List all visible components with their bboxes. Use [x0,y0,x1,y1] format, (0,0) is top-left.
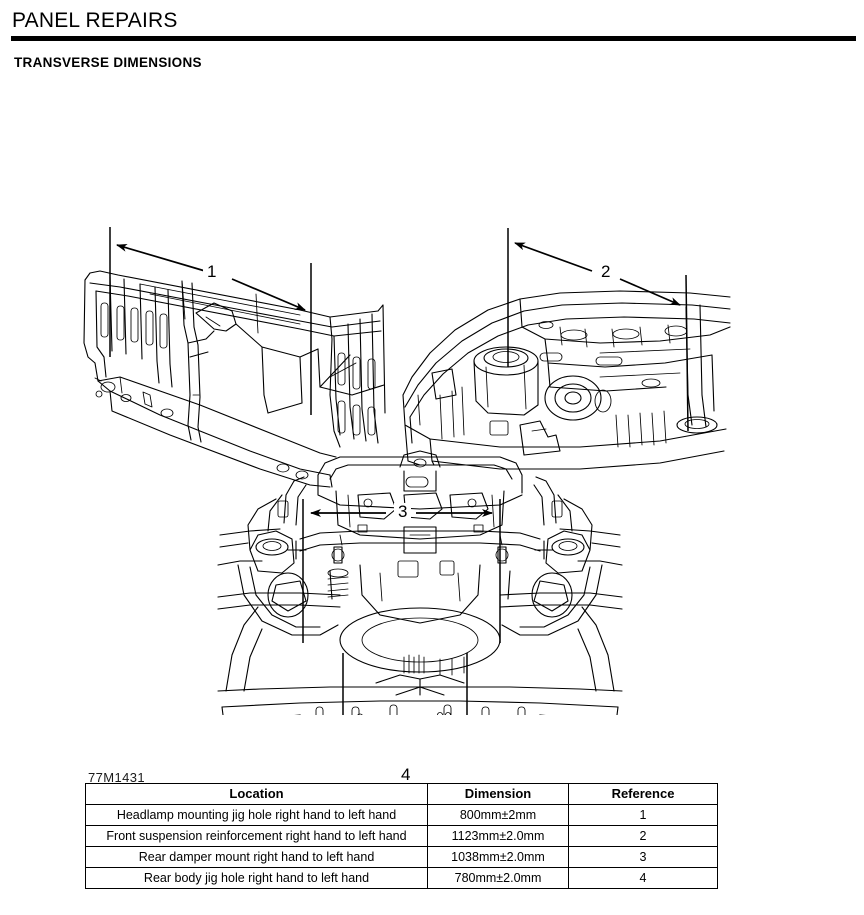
cell-location: Front suspension reinforcement right han… [85,825,428,847]
technical-illustrations: .ln { fill:none; stroke:#000; stroke-wid… [83,227,731,715]
dimension-callout-1: 1 [203,263,221,281]
column-header-reference: Reference [568,783,718,805]
drawing-front-suspension-reinforcement [402,228,731,470]
dimensions-table: Location Dimension Reference Headlamp mo… [85,783,718,889]
cell-location: Headlamp mounting jig hole right hand to… [85,804,428,826]
dimensions-table-container: Location Dimension Reference Headlamp mo… [85,783,718,889]
title-divider-rule [11,36,856,41]
page-title: PANEL REPAIRS [12,9,178,32]
table-row: Rear body jig hole right hand to left ha… [85,867,718,889]
cell-dimension: 800mm±2mm [427,804,569,826]
cell-dimension: 1038mm±2.0mm [427,846,569,868]
table-row: Rear damper mount right hand to left han… [85,846,718,868]
cell-dimension: 1123mm±2.0mm [427,825,569,847]
table-row: Headlamp mounting jig hole right hand to… [85,804,718,826]
column-header-dimension: Dimension [427,783,569,805]
cell-reference: 3 [568,846,718,868]
table-row: Front suspension reinforcement right han… [85,825,718,847]
column-header-location: Location [85,783,428,805]
cell-reference: 4 [568,867,718,889]
dimension-callout-4: 4 [397,766,415,784]
drawing-front-radiator-support [83,227,386,488]
cell-reference: 2 [568,825,718,847]
dimension-callout-2: 2 [597,263,615,281]
cell-location: Rear body jig hole right hand to left ha… [85,867,428,889]
table-header-row: Location Dimension Reference [85,783,718,805]
figure-area: .ln { fill:none; stroke:#000; stroke-wid… [0,95,864,785]
cell-location: Rear damper mount right hand to left han… [85,846,428,868]
dimension-callout-3: 3 [394,503,412,521]
cell-reference: 1 [568,804,718,826]
cell-dimension: 780mm±2.0mm [427,867,569,889]
figure-caption: 77M1431 [88,770,146,785]
section-subtitle: TRANSVERSE DIMENSIONS [14,55,202,70]
drawing-rear-underbody [217,450,623,715]
